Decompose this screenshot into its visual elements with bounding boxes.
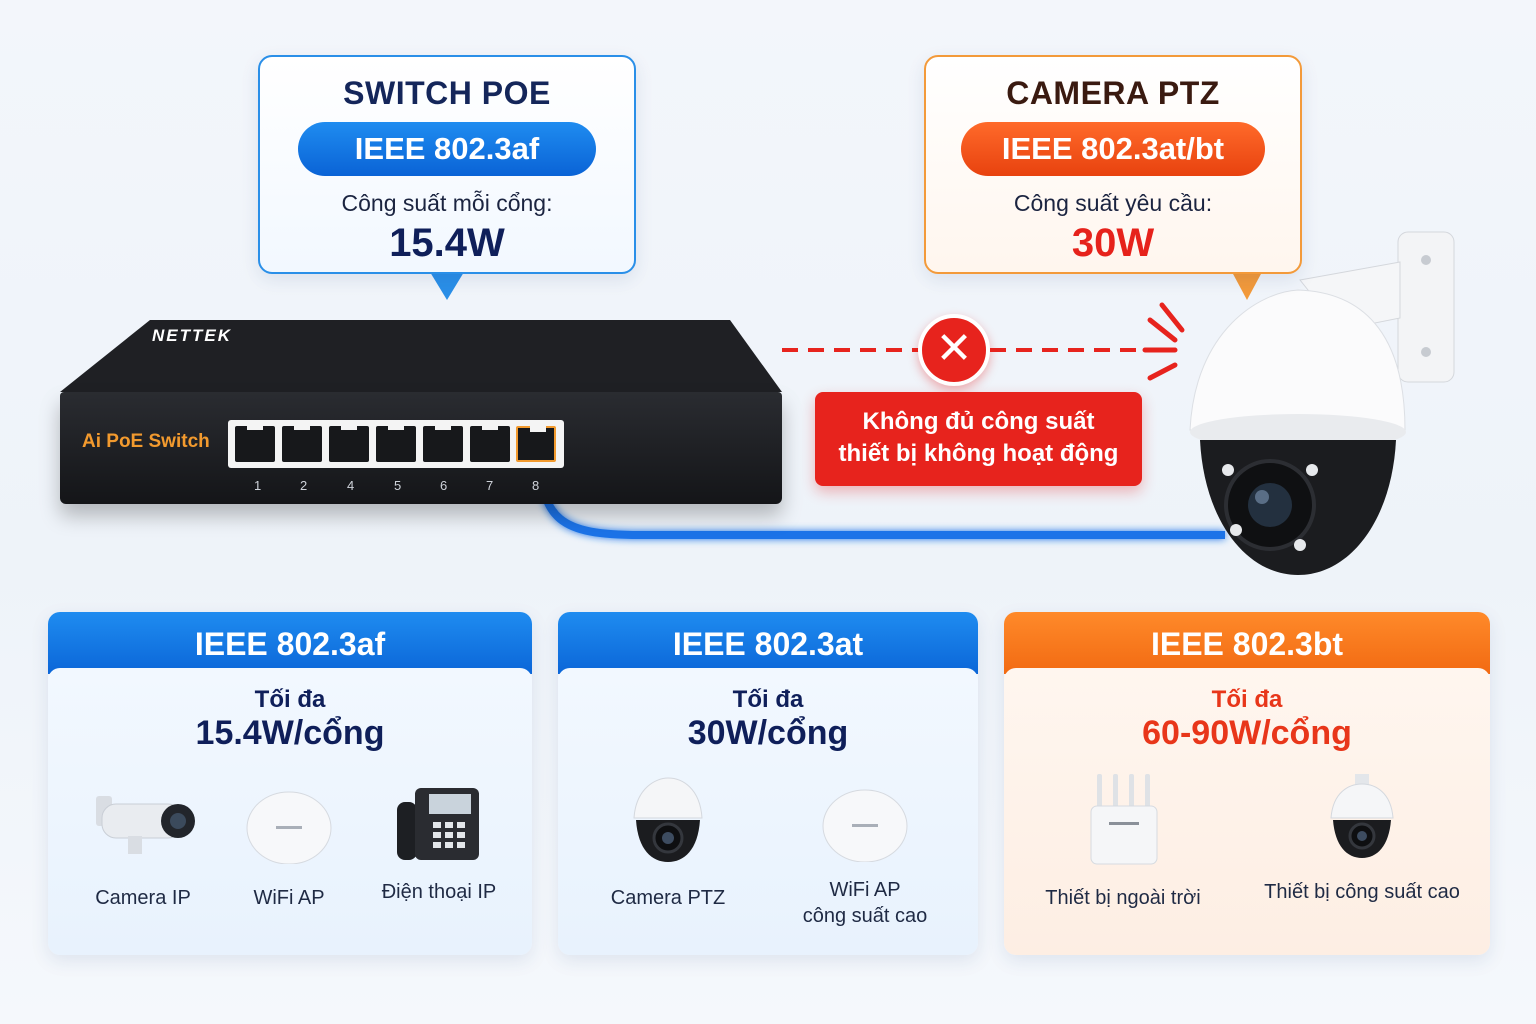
switch-model-label: Ai PoE Switch [82,431,210,452]
card-max-label: Tối đa [254,686,326,713]
card-standard: IEEE 802.3af [48,612,532,674]
device-wifi-ap: WiFi AP [234,788,344,911]
card-max-label: Tối đa [1211,686,1283,713]
switch-port-panel [228,420,564,468]
ip-phone-icon [397,788,479,860]
switch-port [422,424,463,462]
switch-power-value: 15.4W [389,221,505,265]
switch-callout: SWITCH POE IEEE 802.3af Công suất mỗi cổ… [258,55,636,274]
switch-callout-pointer [430,272,464,300]
error-line-1: Không đủ công suất [862,408,1095,435]
card-standard: IEEE 802.3bt [1004,612,1490,674]
device-label: Điện thoại IP [381,881,497,903]
card-power: 60-90W/cổng [1142,714,1352,752]
switch-power-label: Công suất mỗi cổng: [341,190,553,216]
wifi-ap-icon [246,791,332,865]
device-label-wifi: WiFi AP [829,879,901,901]
device-label: Camera IP [95,887,191,909]
card-802-3af: IEEE 802.3af Tối đa 15.4W/cổng Camera IP… [48,612,532,955]
outdoor-router-icon [1090,774,1158,865]
switch-brand-logo: NETTEK [152,326,232,345]
port-number: 7 [486,478,494,493]
ptz-camera-icon [1330,774,1394,858]
switch-port [235,424,276,462]
alert-mark [1147,317,1178,343]
card-body: Tối đa 30W/cổng Camera PTZ WiFi AP công … [558,668,978,955]
switch-port [375,424,416,462]
switch-top-face [60,320,782,392]
device-outdoor: Thiết bị ngoài trời [1030,772,1216,911]
device-label: Thiết bị ngoài trời [1045,887,1201,909]
device-wifi-ap-high-power: WiFi AP công suất cao [790,786,940,929]
switch-port [282,424,323,462]
camera-power-label: Công suất yêu cầu: [1013,190,1213,216]
wifi-ap-icon [822,789,908,863]
card-power: 30W/cổng [687,714,849,752]
port-number: 2 [300,478,308,493]
card-standard: IEEE 802.3at [558,612,978,674]
device-label: WiFi AP [253,887,325,909]
error-x-icon: ✕ [918,314,990,386]
device-label: Thiết bị công suất cao [1264,881,1460,903]
bullet-camera-icon [96,796,195,854]
card-max-label: Tối đa [732,686,804,713]
switch-callout-title: SWITCH POE [343,75,551,111]
port-number: 5 [394,478,402,493]
card-body: Tối đa 60-90W/cổng Thiết bị ngoài trời T… [1004,668,1490,955]
ptz-camera-icon [633,777,703,862]
port-number: 8 [532,478,540,493]
port-number: 1 [254,478,262,493]
device-camera-ptz: Camera PTZ [598,774,738,911]
error-message: Không đủ công suất thiết bị không hoạt đ… [815,392,1142,486]
device-label: Camera PTZ [610,887,726,909]
camera-power-value: 30W [1071,221,1155,265]
switch-standard-pill: IEEE 802.3af [298,122,596,176]
camera-callout-title: CAMERA PTZ [1006,75,1220,111]
port-number: 6 [440,478,448,493]
port-number: 4 [347,478,355,493]
alert-mark [1159,302,1185,333]
ptz-camera [1189,231,1455,575]
card-802-3bt: IEEE 802.3bt Tối đa 60-90W/cổng Thiết bị… [1004,612,1490,955]
camera-standard-pill: IEEE 802.3at/bt [961,122,1265,176]
device-ip-phone: Điện thoại IP [366,782,512,905]
camera-callout-pointer [1232,272,1262,300]
card-power: 15.4W/cổng [195,714,385,752]
switch-port [469,424,510,462]
device-camera-ip: Camera IP [78,788,208,911]
error-line-2: thiết bị không hoạt động [838,440,1119,467]
device-high-power: Thiết bị công suất cao [1252,772,1472,905]
card-802-3at: IEEE 802.3at Tối đa 30W/cổng Camera PTZ … [558,612,978,955]
switch-port [329,424,370,462]
card-body: Tối đa 15.4W/cổng Camera IP WiFi AP [48,668,532,955]
device-label: công suất cao [802,905,928,927]
switch-port-active [516,426,557,462]
alert-mark [1147,362,1178,381]
camera-callout: CAMERA PTZ IEEE 802.3at/bt Công suất yêu… [924,55,1302,274]
